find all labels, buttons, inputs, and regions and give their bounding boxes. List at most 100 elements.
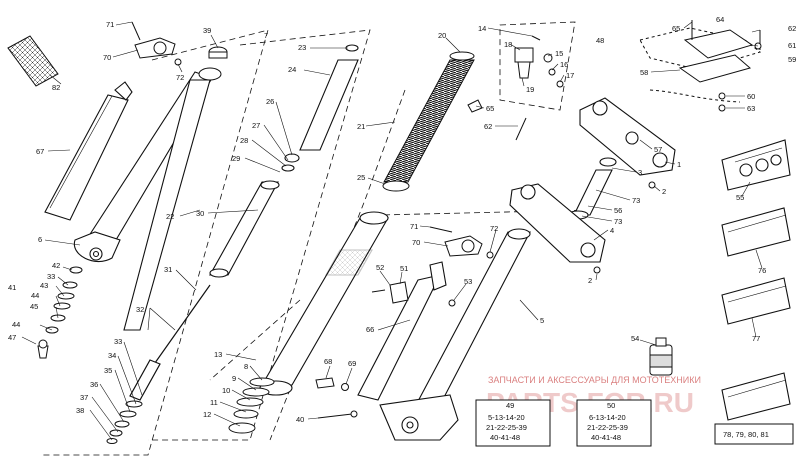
callout-20: 20 (438, 31, 446, 40)
damper-rod-30 (209, 180, 280, 278)
kit-box-49-line-1: 5-13-14-20 (488, 413, 525, 422)
callout-43: 43 (40, 281, 48, 290)
valve-stack-33-38 (106, 400, 143, 444)
callout-51: 51 (400, 264, 408, 273)
fork-guard-77 (721, 277, 791, 325)
callout-12: 12 (203, 410, 211, 419)
callout-64: 64 (716, 15, 724, 24)
clamp-70-left (131, 21, 182, 66)
callout-24: 24 (288, 65, 296, 74)
callout-8: 8 (244, 362, 248, 371)
callout-22: 22 (166, 212, 174, 221)
callout-1: 1 (677, 160, 681, 169)
callout-18: 18 (504, 40, 512, 49)
rod-31 (129, 284, 211, 401)
callout-77: 77 (752, 334, 760, 343)
callout-54: 54 (631, 334, 639, 343)
callout-62-b: 62 (788, 24, 796, 33)
lower-triple-clamp-4 (509, 183, 606, 263)
callout-65-b: 65 (672, 24, 680, 33)
fork-spring-21 (382, 51, 475, 192)
fork-guard-66 (357, 261, 447, 401)
callout-11: 11 (210, 398, 218, 407)
callout-71: 71 (106, 20, 114, 29)
callout-68: 68 (324, 357, 332, 366)
callout-27: 27 (252, 121, 260, 130)
callout-67: 67 (36, 147, 44, 156)
top-nut-39 (198, 46, 228, 81)
callout-44-b: 44 (12, 320, 20, 329)
callout-9: 9 (232, 374, 236, 383)
callout-66: 66 (366, 325, 374, 334)
callout-29: 29 (232, 154, 240, 163)
fork-guard-78-81 (721, 372, 791, 421)
callout-33: 33 (47, 272, 55, 281)
cartridge-24 (281, 44, 359, 172)
inner-tube-7 (123, 79, 211, 331)
callout-4: 4 (610, 226, 614, 235)
guard-kit-box: 78, 79, 80, 81 (714, 423, 794, 445)
callout-70-b: 70 (412, 238, 420, 247)
callout-37: 37 (80, 393, 88, 402)
callout-10: 10 (222, 386, 230, 395)
outer-tube-13 (259, 211, 389, 396)
leader-lines (21, 21, 763, 441)
kit-box-50-line-3: 40-41-48 (591, 433, 621, 442)
watermark-caption: ЗАПЧАСТИ И АКСЕССУАРЫ ДЛЯ МОТОТЕХНИКИ (488, 375, 701, 385)
callout-45: 45 (30, 302, 38, 311)
callout-82: 82 (52, 83, 60, 92)
callout-47: 47 (8, 333, 16, 342)
oil-bottle-54 (649, 337, 673, 376)
callout-48: 48 (596, 36, 604, 45)
callout-60: 60 (747, 92, 755, 101)
callout-72: 72 (176, 73, 184, 82)
bolts-2 (593, 181, 656, 274)
callout-56: 56 (614, 206, 622, 215)
callout-42: 42 (52, 261, 60, 270)
handlebar-mount-58-64 (639, 20, 762, 112)
kit-box-49-number: 49 (506, 401, 514, 410)
upper-triple-clamp-1 (579, 97, 676, 176)
callout-2-b: 2 (588, 276, 592, 285)
callout-39: 39 (203, 26, 211, 35)
clamp-70-right (429, 226, 494, 259)
steering-stem (567, 157, 617, 220)
guard-kit-label: 78, 79, 80, 81 (723, 430, 769, 439)
callout-6: 6 (38, 235, 42, 244)
callout-52: 52 (376, 263, 384, 272)
callout-17: 17 (566, 71, 574, 80)
reflector-82 (7, 35, 59, 87)
kit-box-50-line-2: 21-22-25-39 (587, 423, 628, 432)
bolts-68-69 (315, 377, 358, 419)
callout-16: 16 (560, 60, 568, 69)
callout-21: 21 (357, 122, 365, 131)
callout-38: 38 (76, 406, 84, 415)
callout-33-b: 33 (114, 337, 122, 346)
callout-3: 3 (638, 168, 642, 177)
callout-73-b: 73 (614, 217, 622, 226)
assembly-frames (40, 21, 591, 456)
callout-2: 2 (662, 187, 666, 196)
kit-box-50-number: 50 (607, 401, 615, 410)
callout-28: 28 (240, 136, 248, 145)
axle-bracket (379, 394, 459, 441)
callout-76: 76 (758, 266, 766, 275)
callout-73: 73 (632, 196, 640, 205)
damper-kit-48 (514, 35, 564, 88)
callout-5: 5 (540, 316, 544, 325)
callout-69: 69 (348, 359, 356, 368)
callout-70: 70 (103, 53, 111, 62)
fork-guard-76 (721, 207, 791, 257)
callout-labels: 71 39 70 72 82 67 6 41 42 33 43 44 45 44… (8, 15, 796, 424)
callout-40: 40 (296, 415, 304, 424)
kit-box-50: 50 6-13-14-20 21-22-25-39 40-41-48 (576, 399, 652, 447)
callout-36: 36 (90, 380, 98, 389)
callout-72-b: 72 (490, 224, 498, 233)
callout-41: 41 (8, 283, 16, 292)
kit-box-50-line-1: 6-13-14-20 (589, 413, 626, 422)
callout-59: 59 (788, 55, 796, 64)
kit-box-49-line-2: 21-22-25-39 (486, 423, 527, 432)
callout-61: 61 (788, 41, 796, 50)
fork-guard-67 (44, 81, 133, 221)
